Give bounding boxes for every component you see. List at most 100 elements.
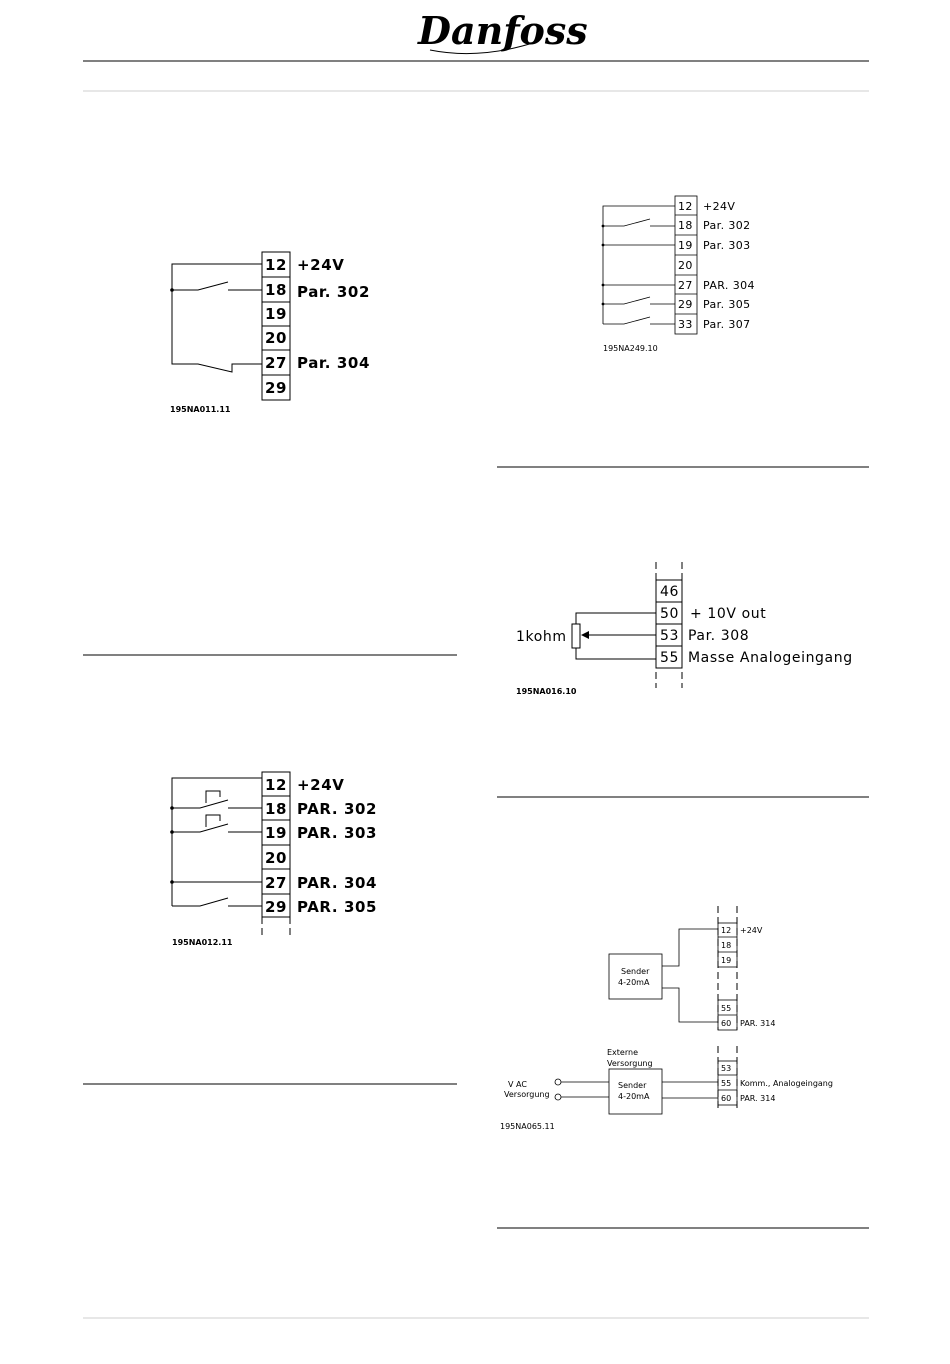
terminal-strip (717, 922, 738, 968)
switch-18 (172, 281, 262, 291)
wire-27 (171, 263, 262, 373)
label-par-305: Par. 305 (703, 298, 751, 311)
terminal-60: 60 (721, 1019, 731, 1028)
terminal-46: 46 (660, 584, 679, 600)
figure-code: 195NA016.10 (516, 687, 577, 696)
terminal-20: 20 (265, 849, 287, 867)
logo-swash (429, 41, 537, 55)
terminal-53: 53 (721, 1064, 731, 1073)
label-par-303: Par. 303 (703, 239, 751, 252)
wiring-diagram-3: 12 18 19 20 27 29 +24V PAR. 302 PAR. 303… (170, 771, 377, 947)
brand-logo: Danfoss (417, 8, 588, 55)
junction-dot (170, 288, 174, 292)
terminal-29: 29 (678, 298, 693, 311)
figure-code: 195NA249.10 (603, 344, 658, 353)
terminal-block: 12 18 19 20 27 29 (261, 251, 291, 401)
vac-label: V AC (508, 1080, 527, 1089)
terminal-block: 12 18 19 20 27 29 (261, 771, 291, 918)
label-par-307: Par. 307 (703, 318, 751, 331)
terminal-27: 27 (265, 874, 287, 892)
label-par-304: Par. 304 (297, 354, 370, 372)
terminal-18: 18 (678, 219, 693, 232)
switch-33 (603, 316, 675, 325)
figure-code: 195NA012.11 (172, 938, 233, 947)
terminal-18: 18 (721, 941, 731, 950)
terminal-18: 18 (265, 800, 287, 818)
wiring-diagram-4: 46 50 53 55 + 10V out Par. 308 Masse Ana… (516, 562, 853, 696)
logo-text: Danfoss (417, 8, 588, 53)
figure-code: 195NA065.11 (500, 1122, 555, 1131)
label-par-308: Par. 308 (688, 628, 749, 644)
terminal-20: 20 (265, 329, 287, 347)
terminal-27: 27 (678, 279, 693, 292)
label-par-314: PAR. 314 (740, 1094, 775, 1103)
external-supply-label-2: Versorgung (607, 1059, 653, 1068)
label-24v: +24V (740, 926, 763, 935)
pushbutton-18 (172, 790, 262, 809)
wire-60 (662, 987, 718, 1023)
terminal-55: 55 (721, 1079, 731, 1088)
wiper-arrow-icon (581, 631, 589, 639)
terminal-53: 53 (660, 628, 679, 644)
label-24v: +24V (703, 200, 735, 213)
wiring-diagram-2: 12 18 19 20 27 29 33 +24V Par. 302 Par. … (601, 195, 755, 353)
terminal-19: 19 (721, 956, 731, 965)
resistor-symbol (571, 623, 581, 649)
label-par-305: PAR. 305 (297, 898, 377, 916)
terminal-strip (674, 195, 698, 335)
terminal-20: 20 (678, 259, 693, 272)
label-10v-out: + 10V out (690, 606, 766, 622)
terminal-55: 55 (721, 1004, 731, 1013)
label-par-303: PAR. 303 (297, 824, 377, 842)
wire-50 (575, 612, 656, 624)
switch-29 (603, 296, 675, 305)
switch-29 (172, 897, 262, 907)
label-par-302: PAR. 302 (297, 800, 377, 818)
terminal-27: 27 (265, 354, 287, 372)
pushbutton-19 (172, 814, 262, 833)
terminal-19: 19 (678, 239, 693, 252)
label-par-302: Par. 302 (297, 283, 370, 301)
sender-label: Sender (618, 1081, 647, 1090)
terminal-29: 29 (265, 379, 287, 397)
terminal-block: 12 18 19 20 27 29 33 (674, 195, 698, 335)
terminal-block: 46 50 53 55 (655, 579, 683, 669)
figure-code: 195NA011.11 (170, 405, 231, 414)
wire-12 (662, 928, 718, 967)
sender-label: Sender (621, 967, 650, 976)
vac-supply-label: Versorgung (504, 1090, 550, 1099)
terminal-12: 12 (265, 256, 287, 274)
terminal-12: 12 (721, 926, 731, 935)
terminal-55: 55 (660, 650, 679, 666)
label-24v: +24V (297, 256, 344, 274)
common-wire (602, 205, 675, 324)
label-par-314: PAR. 314 (740, 1019, 775, 1028)
terminal-33: 33 (678, 318, 693, 331)
supply-terminal-icon (554, 1078, 562, 1086)
terminal-block-top: 12 18 19 55 60 (717, 922, 738, 1031)
terminal-18: 18 (265, 281, 287, 299)
wire-55 (575, 648, 656, 660)
common-wire (171, 777, 262, 906)
wiring-diagram-5: 12 18 19 55 60 +24V PAR. 314 Sender 4-20… (500, 906, 833, 1131)
supply-terminal-icon (554, 1093, 562, 1101)
terminal-block-bottom: 53 55 60 (717, 1060, 738, 1106)
label-24v: +24V (297, 776, 344, 794)
sender-range: 4-20mA (618, 1092, 650, 1101)
switch-18 (603, 218, 675, 227)
terminal-50: 50 (660, 606, 679, 622)
external-supply-label: Externe (607, 1048, 638, 1057)
sender-range: 4-20mA (618, 978, 650, 987)
label-par-304: PAR. 304 (703, 279, 755, 292)
supply-wires (561, 1081, 609, 1098)
label-par-302: Par. 302 (703, 219, 751, 232)
label-par-304: PAR. 304 (297, 874, 377, 892)
terminal-29: 29 (265, 898, 287, 916)
label-masse-analog: Masse Analogeingang (688, 650, 853, 666)
terminal-19: 19 (265, 305, 287, 323)
terminal-strip (717, 1060, 738, 1106)
sender-box-top (608, 953, 663, 1000)
sender-box-bottom (608, 1068, 663, 1115)
